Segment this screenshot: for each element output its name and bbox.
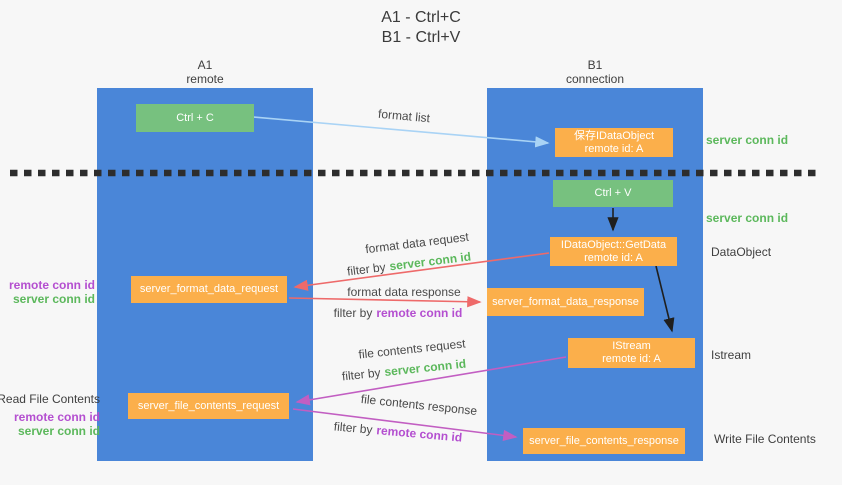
annotation-istream: Istream (711, 348, 752, 362)
arrow-file-contents-request (295, 356, 567, 406)
node-server-file-contents-response: server_file_contents_response (523, 428, 685, 454)
filter-key-remote-conn-id: remote conn id (376, 306, 463, 320)
annotation-server-conn-id-left-top: server conn id (12, 292, 95, 306)
node-server-format-data-request-label: server_format_data_request (139, 283, 279, 295)
node-ctrl-v-label: Ctrl + V (594, 187, 632, 199)
annotation-read-file-contents: Read File Contents (0, 392, 100, 406)
node-server-file-contents-request: server_file_contents_request (128, 393, 289, 419)
filter-prefix: filter by (333, 306, 373, 320)
lane-a1-name: A1 (197, 58, 213, 72)
lane-b1-name: B1 (587, 58, 603, 72)
annotation-server-conn-id-left-bottom: server conn id (17, 424, 100, 438)
annotation-server-conn-id-mid: server conn id (706, 211, 789, 225)
arrow-file-contents-response (292, 408, 518, 441)
node-istream: IStream remote id: A (568, 338, 695, 368)
annotation-write-file-contents: Write File Contents (714, 432, 816, 446)
node-istream-line1: IStream (612, 340, 651, 352)
node-server-format-data-response: server_format_data_response (487, 288, 644, 316)
arrow-getdata-to-istream (655, 265, 675, 333)
node-save-idataobject-line1: 保存IDataObject (573, 129, 655, 142)
title-line-2: B1 - Ctrl+V (381, 29, 461, 46)
title-line-1: A1 - Ctrl+C (381, 9, 461, 26)
lane-header-a1: A1 remote (97, 58, 313, 86)
node-ctrl-v: Ctrl + V (553, 180, 673, 207)
node-ctrl-c-label: Ctrl + C (176, 111, 214, 124)
node-save-idataobject: 保存IDataObject remote id: A (555, 128, 673, 157)
lane-a1-subtitle: remote (186, 72, 224, 86)
annotation-dataobject: DataObject (711, 245, 772, 259)
lane-header-b1: B1 connection (487, 58, 703, 86)
node-server-format-data-request: server_format_data_request (131, 276, 287, 303)
annotation-remote-conn-id-bottom: remote conn id (13, 410, 100, 424)
annotation-server-conn-id-top: server conn id (706, 133, 789, 147)
arrow-format-data-request (293, 252, 550, 291)
arrow-format-list (252, 116, 550, 148)
lane-b1-subtitle: connection (565, 72, 625, 86)
node-idataobject-getdata: IDataObject::GetData remote id: A (550, 237, 677, 266)
node-save-idataobject-line2: remote id: A (584, 142, 644, 155)
node-ctrl-c: Ctrl + C (136, 104, 254, 132)
label-format-data-response: format data response (347, 285, 461, 299)
node-server-file-contents-response-label: server_file_contents_response (529, 434, 679, 447)
node-istream-line2: remote id: A (602, 353, 661, 365)
arrow-format-data-response (288, 296, 482, 308)
node-server-file-contents-request-label: server_file_contents_request (137, 399, 280, 412)
diagram-title: A1 - Ctrl+C B1 - Ctrl+V (0, 8, 842, 48)
node-idataobject-getdata-line2: remote id: A (584, 251, 643, 264)
node-idataobject-getdata-line1: IDataObject::GetData (560, 238, 667, 251)
node-server-format-data-response-label: server_format_data_response (492, 295, 639, 308)
annotation-remote-conn-id-top: remote conn id (8, 278, 95, 292)
